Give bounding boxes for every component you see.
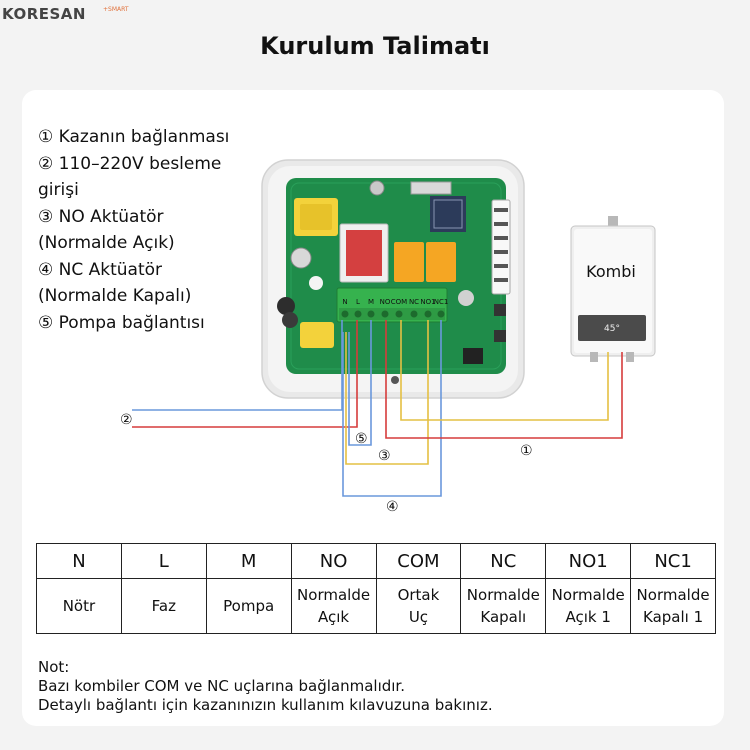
pin-header: M xyxy=(205,543,292,579)
terminal-label: M xyxy=(368,298,374,306)
relay-1 xyxy=(394,242,424,282)
boiler-wire-red xyxy=(385,320,623,439)
boiler: Kombi 45° xyxy=(570,216,656,362)
brand-suffix: +SMART xyxy=(103,6,129,13)
legend-item: ④ NC Aktüatör xyxy=(38,259,163,280)
note-heading: Not: xyxy=(38,658,70,676)
terminal-label: NC1 xyxy=(434,298,449,306)
legend-list: ① Kazanın bağlanması ② 110–220V besleme … xyxy=(38,124,229,336)
legend-item: ⑤ Pompa bağlantısı xyxy=(38,312,205,333)
mount-hole xyxy=(391,376,399,384)
pin-header: COM xyxy=(375,543,462,579)
callout-3: ③ xyxy=(378,448,391,464)
note-line: Detaylı bağlantı için kazanınızın kullan… xyxy=(38,696,493,714)
page-title: Kurulum Talimatı xyxy=(260,32,490,60)
terminal-label: COM xyxy=(391,298,407,306)
pin-header: L xyxy=(120,543,207,579)
power-live-wire xyxy=(132,320,358,428)
legend-item: (Normalde Kapalı) xyxy=(38,286,192,306)
legend-item: ③ NO Aktüatör xyxy=(38,206,164,227)
boiler-display-value: 45° xyxy=(604,324,620,334)
terminal-block: N L M NO COM NC NO1 NC1 xyxy=(336,287,449,323)
note-block: Not: Bazı kombiler COM ve NC uçlarına ba… xyxy=(38,658,493,715)
pin-table-header-row: N L M NO COM NC NO1 NC1 xyxy=(36,543,716,579)
terminal-label: NO1 xyxy=(420,298,435,306)
pin-header: NO1 xyxy=(545,543,632,579)
terminal-label: NC xyxy=(409,298,419,306)
legend-item: ① Kazanın bağlanması xyxy=(38,127,230,147)
terminal-label: L xyxy=(356,298,360,306)
callout-2: ② xyxy=(120,412,133,428)
boiler-label: Kombi xyxy=(586,262,636,281)
pin-description: Pompa xyxy=(205,578,292,634)
callout-5: ⑤ xyxy=(355,431,368,447)
pin-header: NC1 xyxy=(630,543,716,579)
pin-table: N L M NO COM NC NO1 NC1 Nötr Faz Pompa N… xyxy=(36,543,716,634)
pump-wire xyxy=(348,320,372,446)
brand-logo: KORESAN xyxy=(2,5,86,23)
wifi-module xyxy=(430,196,466,232)
pin-header: NC xyxy=(460,543,547,579)
power-neutral-wire xyxy=(132,320,343,411)
callout-1: ① xyxy=(520,443,533,459)
nc-actuator-wire xyxy=(342,320,442,497)
terminal-label: N xyxy=(342,298,347,306)
callout-4: ④ xyxy=(386,499,399,515)
boiler-wire-yellow xyxy=(400,320,609,421)
wires xyxy=(132,320,623,497)
side-connector xyxy=(491,199,511,295)
capacitor xyxy=(300,322,334,348)
boiler-display xyxy=(578,315,646,341)
terminal-label: NO xyxy=(380,298,391,306)
pin-description: Nötr xyxy=(36,578,122,634)
pin-header: N xyxy=(36,543,122,579)
legend-item: girişi xyxy=(38,180,79,200)
pin-description: Faz xyxy=(120,578,207,634)
circuit-board xyxy=(277,178,506,374)
pin-header: NO xyxy=(290,543,377,579)
legend-item: ② 110–220V besleme xyxy=(38,153,222,174)
relay-2 xyxy=(426,242,456,282)
note-line: Bazı kombiler COM ve NC uçlarına bağlanm… xyxy=(38,677,405,695)
legend-item: (Normalde Açık) xyxy=(38,233,175,253)
no-actuator-wire xyxy=(345,320,429,465)
